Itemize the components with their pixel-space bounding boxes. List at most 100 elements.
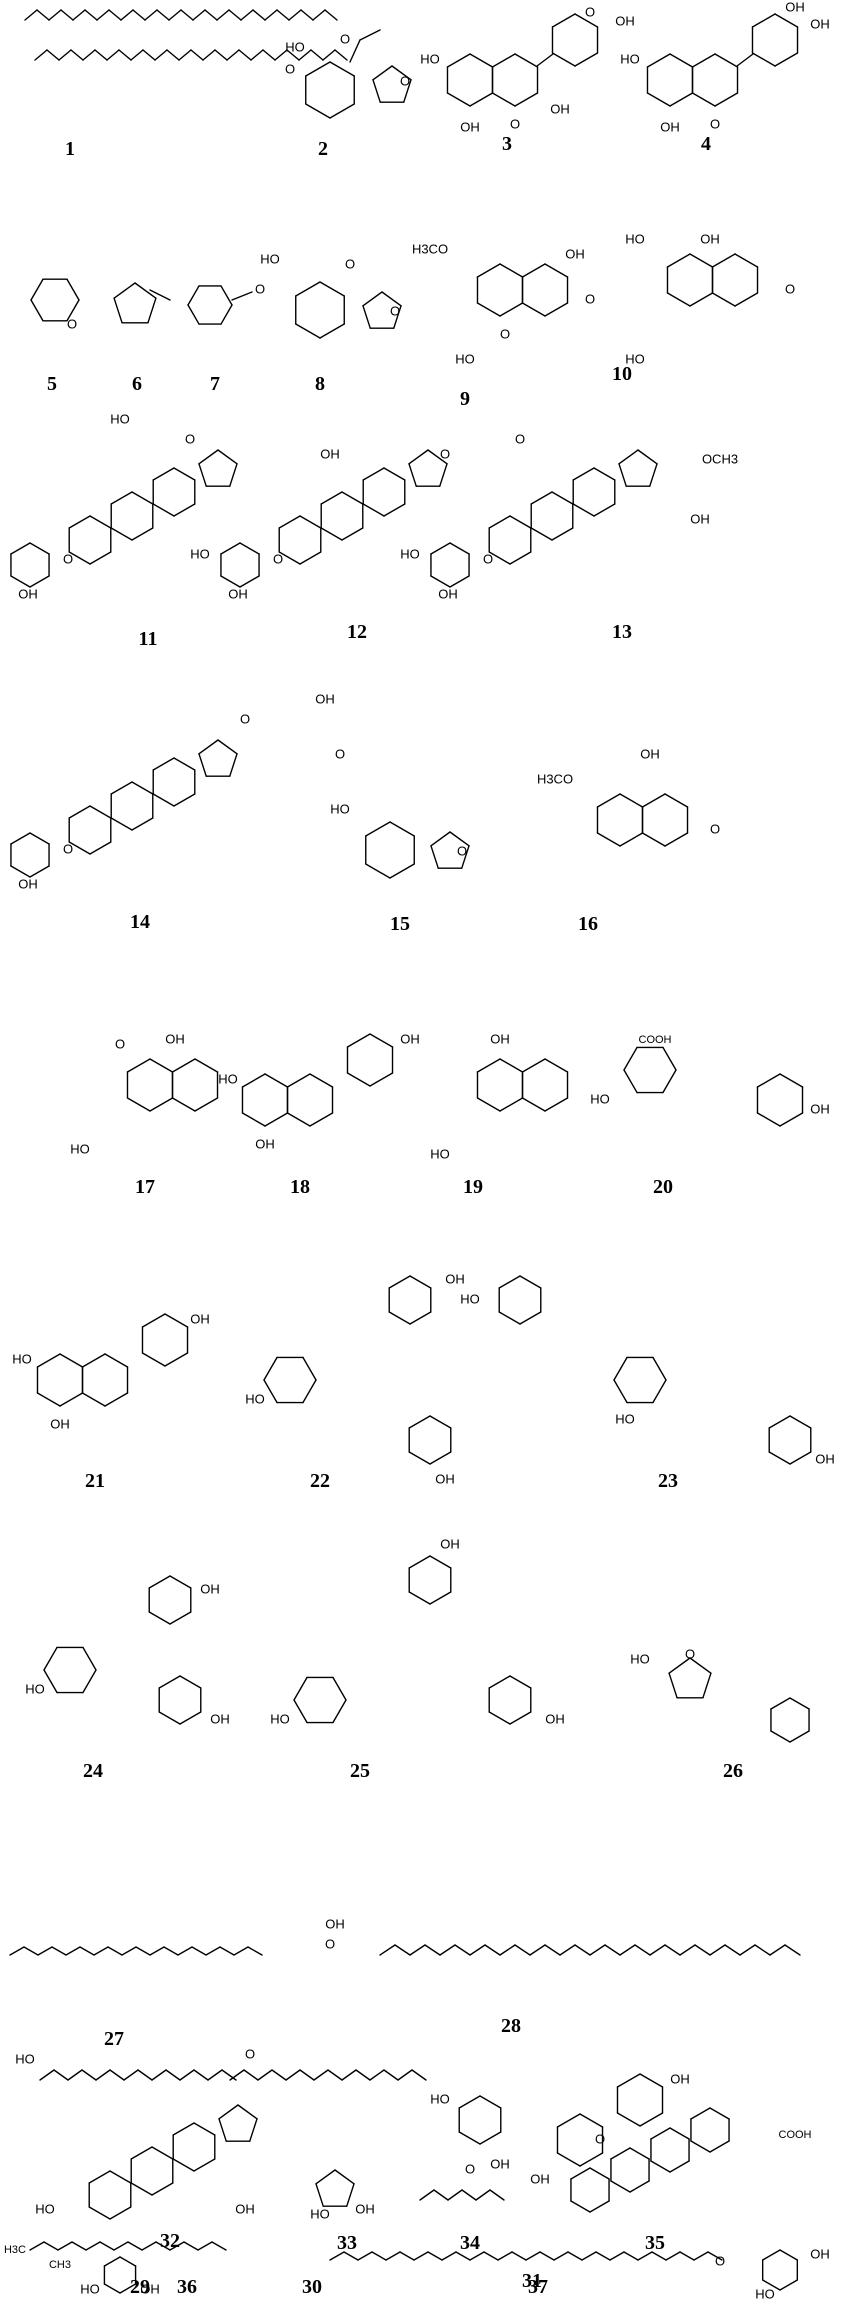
ring-5 [30, 278, 44, 301]
ring-19a [499, 1058, 524, 1073]
ring-st-d [229, 753, 238, 777]
atom-o-11: O [185, 431, 195, 446]
atom-o-12b: O [515, 431, 525, 446]
chain-37 [693, 2251, 709, 2261]
ring-st-c [152, 757, 175, 771]
ring-22b [388, 1311, 411, 1325]
ring-18c [369, 1033, 394, 1048]
ring-18b [309, 1112, 334, 1127]
chain-1b [58, 49, 72, 61]
compound-number-label: 18 [290, 1176, 310, 1198]
atom-ch3-36: CH3 [49, 2259, 71, 2271]
ring-st-b [530, 491, 553, 505]
ring-st-d [427, 449, 448, 465]
atom-ho-24: HO [25, 1681, 45, 1696]
atom-oh-18b: OH [400, 1031, 420, 1046]
atom-ho-20: HO [590, 1091, 610, 1106]
atom-cooh-35: COOH [779, 2129, 812, 2141]
ring-20a [662, 1069, 677, 1094]
ring-35d [690, 2107, 711, 2120]
atom-oh-9: OH [565, 246, 585, 261]
compound-number-label: 11 [139, 628, 158, 650]
atom-o-2c: O [285, 61, 295, 76]
ring-st-d [637, 449, 658, 465]
ring-8a [295, 281, 321, 297]
ring-21a [59, 1392, 84, 1407]
atom-ho-33: HO [310, 2206, 330, 2221]
chain-1b [190, 49, 204, 61]
ring-26b [789, 1697, 810, 1710]
ring-16a [619, 793, 644, 808]
chain-28 [589, 1944, 606, 1956]
bond-2 [349, 39, 361, 63]
atom-oh-24b: OH [210, 1711, 230, 1726]
ring-32b [151, 2146, 174, 2160]
ring-st-b [131, 491, 154, 505]
ring-22a [263, 1356, 278, 1381]
atom-o-3e: O [585, 4, 595, 19]
chain-29 [207, 2069, 223, 2081]
atom-o-2: O [400, 73, 410, 88]
ring-23a [613, 1379, 628, 1404]
ring-st-c [572, 503, 595, 517]
ring-21c [164, 1313, 189, 1328]
ring-sugar [239, 575, 260, 588]
ring-35b [610, 2180, 631, 2193]
ring-2a [305, 103, 331, 119]
ring-st-b [341, 527, 364, 541]
ring-2b [403, 79, 412, 103]
chain-1b [46, 49, 60, 61]
chain-28 [709, 1944, 726, 1956]
ring-st-b [110, 491, 133, 505]
chain-28 [544, 1944, 561, 1956]
chain-37 [413, 2251, 429, 2261]
ring-35a [570, 2200, 591, 2213]
ring-16b [641, 832, 666, 847]
ring-8b [362, 305, 371, 329]
ring-2a [305, 61, 331, 77]
compound-number-label: 2 [318, 138, 328, 160]
atom-oh-31: OH [490, 2156, 510, 2171]
ring-33 [334, 2169, 355, 2185]
ring-sugar [29, 832, 50, 845]
ring-st-b [320, 527, 343, 541]
chain-1a [48, 9, 62, 21]
ring-20b [779, 1112, 804, 1127]
ring-st-b [110, 527, 133, 541]
chain-37 [707, 2251, 723, 2261]
ring-35b [629, 2180, 650, 2193]
chain-28 [634, 1944, 651, 1956]
ring-31a [479, 2131, 502, 2145]
chain-37 [679, 2251, 695, 2261]
ring-33 [346, 2183, 355, 2207]
ring-26a [668, 1672, 678, 1699]
ring-19b [521, 1058, 546, 1073]
ring-8a [319, 323, 345, 339]
ring-35b [629, 2147, 650, 2160]
ring-sugar [449, 575, 470, 588]
ring-st-d [217, 739, 238, 755]
chain-37 [343, 2251, 359, 2261]
chain-29 [221, 2069, 237, 2081]
atom-o-17: O [115, 1036, 125, 1051]
atom-ho-32: HO [35, 2201, 55, 2216]
atom-oh-25: OH [440, 1536, 460, 1551]
ring-22c [408, 1415, 431, 1429]
ring-22a [302, 1356, 317, 1381]
chain-1b [262, 49, 276, 61]
ring-st-b [110, 817, 133, 831]
atom-oh-sugar: OH [228, 586, 248, 601]
chain-36 [141, 2241, 157, 2251]
ring-10a [689, 292, 714, 307]
atom-o-14b: O [335, 746, 345, 761]
atom-ho-10: HO [625, 231, 645, 246]
ring-36 [119, 2256, 137, 2267]
ring-21a [36, 1353, 61, 1368]
chain-30 [299, 2069, 315, 2081]
atom-oh-sugar: OH [18, 586, 38, 601]
chain-1b [214, 49, 228, 61]
chain-1a [264, 9, 278, 21]
atom-h3c-36: H3C [4, 2244, 26, 2256]
ring-15a [389, 863, 415, 879]
chain-36 [211, 2241, 227, 2251]
